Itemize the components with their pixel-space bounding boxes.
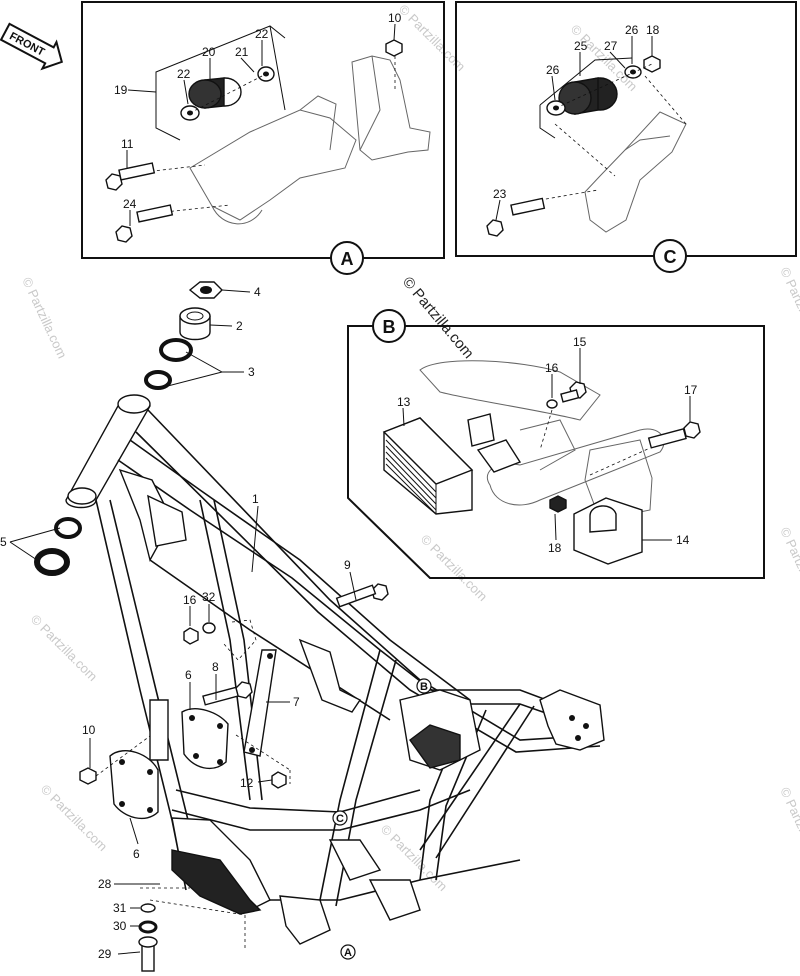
callout-10-b: 10: [82, 723, 96, 737]
watermark-4: © Partzilla.com: [777, 265, 800, 351]
callout-15: 15: [573, 335, 587, 349]
callout-32: 32: [202, 590, 216, 604]
callout-5: 5: [0, 535, 7, 549]
callout-11: 11: [121, 137, 134, 151]
bolt-11: [105, 162, 156, 191]
callout-30: 30: [113, 919, 127, 933]
callout-16-b: 16: [183, 593, 197, 607]
bolt-24: [115, 204, 174, 243]
callout-7: 7: [293, 695, 300, 709]
watermark-center: © Partzilla.com: [399, 274, 477, 362]
bolt-17: [647, 421, 701, 449]
watermark-10: © Partzilla.com: [777, 785, 800, 871]
inset-a-label: A: [341, 249, 354, 269]
callout-17: 17: [684, 383, 698, 397]
callout-8: 8: [212, 660, 219, 674]
callout-22-b: 22: [177, 67, 191, 81]
callout-9: 9: [344, 558, 351, 572]
frame-marker-c-label: C: [336, 813, 344, 825]
inset-b-label: B: [383, 317, 396, 337]
bolt-15: [560, 381, 587, 403]
callout-26-b: 26: [625, 23, 639, 37]
callout-26-a: 26: [546, 63, 560, 77]
callout-10-a: 10: [388, 11, 402, 25]
loose-parts: [79, 583, 389, 972]
callout-6-b: 6: [133, 847, 140, 861]
watermark-2: © Partzilla.com: [396, 2, 469, 75]
callout-14: 14: [676, 533, 690, 547]
watermark-1: © Partzilla.com: [19, 275, 70, 361]
callout-2: 2: [236, 319, 243, 333]
callout-24: 24: [123, 197, 137, 211]
callout-19: 19: [114, 83, 128, 97]
bolt-9: [335, 583, 389, 608]
watermark-6: © Partzilla.com: [418, 532, 491, 605]
callout-12: 12: [240, 776, 254, 790]
bolt-23: [486, 197, 546, 237]
callout-18-b: 18: [548, 541, 562, 555]
inset-c: C: [455, 1, 797, 273]
frame-marker-b: B: [416, 678, 432, 694]
callout-25: 25: [574, 39, 588, 53]
callout-18-a: 18: [646, 23, 660, 37]
callout-16-a: 16: [545, 361, 559, 375]
callout-3: 3: [248, 365, 255, 379]
main-frame: [65, 394, 605, 945]
callout-13: 13: [397, 395, 411, 409]
callout-23: 23: [493, 187, 507, 201]
callout-1: 1: [252, 492, 259, 506]
frame-marker-a: A: [340, 944, 356, 960]
callout-6-a: 6: [185, 668, 192, 682]
inset-b: B: [347, 309, 765, 579]
callout-20: 20: [202, 45, 216, 59]
callout-27: 27: [604, 39, 618, 53]
callout-28: 28: [98, 877, 112, 891]
inset-c-label: C: [664, 247, 677, 267]
callout-29: 29: [98, 947, 112, 961]
callout-4: 4: [254, 285, 261, 299]
watermark-7: © Partzilla.com: [38, 782, 111, 855]
watermark-5: © Partzilla.com: [28, 612, 101, 685]
watermark-9: © Partzilla.com: [777, 525, 800, 611]
frame-marker-a-label: A: [344, 947, 352, 959]
steering-head-parts: [34, 281, 223, 576]
frame-marker-c: C: [332, 810, 348, 826]
callout-31: 31: [113, 901, 127, 915]
callout-labels: 19 20 21 22 22 10 11 24 25 26 27 26 18 2…: [0, 11, 698, 961]
callout-22-a: 22: [255, 27, 269, 41]
leader-lines: [9, 23, 691, 955]
bolt-8: [202, 681, 253, 706]
frame-marker-b-label: B: [420, 681, 428, 693]
callout-21: 21: [235, 45, 249, 59]
inset-a: A: [81, 1, 445, 275]
front-arrow: FRONT: [0, 22, 63, 71]
